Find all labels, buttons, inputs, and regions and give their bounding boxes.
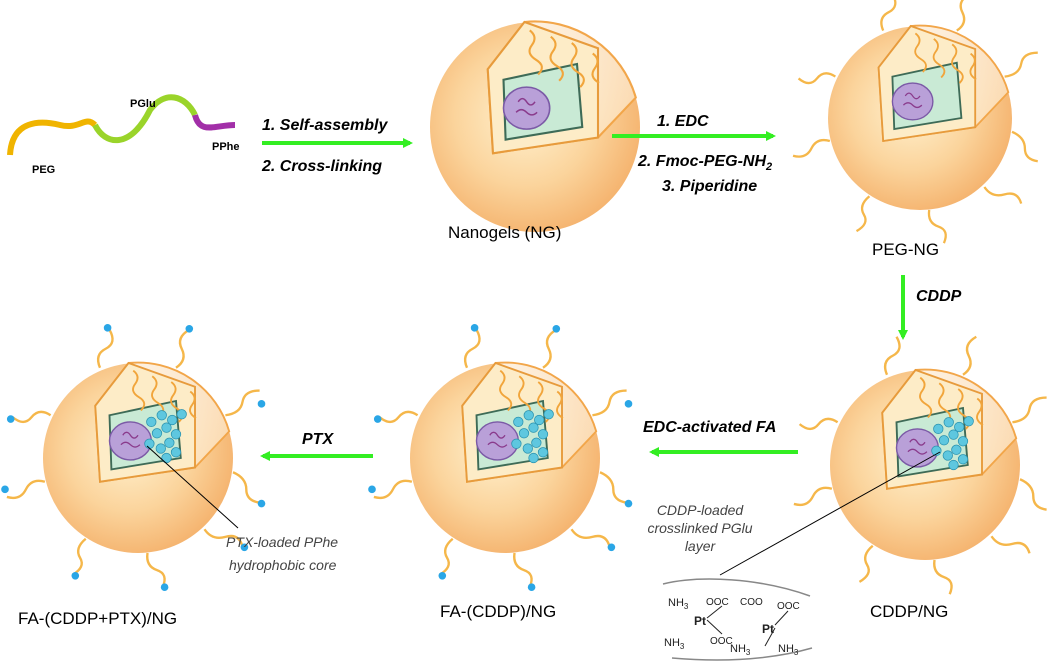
step2-line3: 3. Piperidine (662, 178, 757, 195)
nanogel-ng (428, 20, 642, 234)
label-nanogels: Nanogels (NG) (448, 223, 561, 242)
core-line1: PTX-loaded PPhe (226, 534, 338, 550)
label-fa-cddp-ng: FA-(CDDP)/NG (440, 602, 556, 621)
cddp-nanogel (792, 335, 1048, 596)
step2-line1: 1. EDC (657, 113, 709, 130)
pglu-layer-pointer (719, 451, 941, 576)
pglu-layer-line2: crosslinked PGlu (647, 520, 752, 536)
core-pointer (146, 445, 239, 529)
core-annotation: PTX-loaded PPhe hydrophobic core (146, 445, 338, 573)
step5-arrow-group: PTX (260, 431, 373, 461)
nh3-bottom: NH3 (664, 637, 685, 651)
fa-cddp-ptx-nanogel (1, 324, 266, 591)
step5-label: PTX (302, 431, 334, 448)
pglu-label: PGlu (130, 98, 156, 110)
step2-line2: 2. Fmoc-PEG-NH2 (637, 153, 772, 173)
ooc-top-left: OOC (706, 597, 729, 608)
nh3-right-1: NH3 (730, 643, 751, 657)
step1-arrow-group: 1. Self-assembly 2. Cross-linking (261, 117, 413, 175)
label-cddp-ng: CDDP/NG (870, 602, 948, 621)
step4-label: EDC-activated FA (643, 419, 776, 436)
coo-top: COO (740, 597, 763, 608)
pphe-label: PPhe (212, 141, 240, 153)
label-peg-ng: PEG-NG (872, 240, 939, 259)
peg-label: PEG (32, 164, 55, 176)
ooc-bottom-left: OOC (710, 636, 733, 647)
peg-segment (7, 118, 98, 156)
triblock-copolymer: PEG PGlu PPhe (7, 94, 240, 176)
nh3-top: NH3 (668, 597, 689, 611)
step3-label: CDDP (916, 288, 962, 305)
core-line2: hydrophobic core (229, 557, 337, 573)
nh3-right-2: NH3 (778, 643, 799, 657)
step1-line1: 1. Self-assembly (262, 117, 389, 134)
pglu-layer-line3: layer (685, 538, 717, 554)
step4-arrow-group: EDC-activated FA (643, 419, 798, 457)
step2-arrow-group: 1. EDC 2. Fmoc-PEG-NH2 3. Piperidine (612, 113, 776, 195)
step3-arrow-group: CDDP (898, 275, 962, 340)
pt-right: Pt (762, 622, 774, 636)
label-fa-cddp-ptx-ng: FA-(CDDP+PTX)/NG (18, 609, 177, 628)
pt-left: Pt (694, 614, 706, 628)
pglu-layer-annotation: CDDP-loaded crosslinked PGlu layer (647, 451, 941, 576)
pglu-layer-line1: CDDP-loaded (657, 502, 745, 518)
pphe-segment (192, 113, 236, 131)
pglu-segment (92, 94, 198, 143)
ooc-top-right: OOC (777, 601, 800, 612)
fa-cddp-nanogel (368, 324, 633, 591)
peg-nanogel (791, 0, 1039, 245)
step1-line2: 2. Cross-linking (261, 158, 382, 175)
cddp-chemical-structure: NH3 NH3 Pt OOC OOC COO OOC Pt NH3 NH3 (662, 578, 813, 661)
